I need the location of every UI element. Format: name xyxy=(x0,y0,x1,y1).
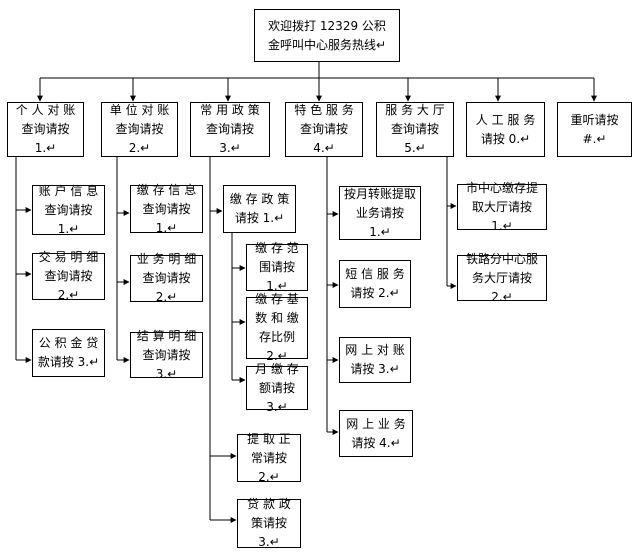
policy-query-box: 常 用 政 策 查询请按 3.↵ xyxy=(190,102,270,157)
online-business-label: 网 上 业 务 请按 4.↵ xyxy=(346,416,406,450)
online-reconcile-label: 网 上 对 账 请按 3.↵ xyxy=(345,343,405,376)
loan-query-box: 公 积 金 贷 款请按 3.↵ xyxy=(32,329,105,377)
loan-query-label: 公 积 金 贷 款请按 3.↵ xyxy=(37,336,100,369)
loan-policy-box: 贷 款 政 策请按 3.↵ xyxy=(237,497,301,549)
deposit-info-label: 缴 存 信 息 查询请按 1.↵ xyxy=(136,182,197,235)
withdraw-policy-label: 提 取 正 常请按 2.↵ xyxy=(247,431,291,484)
personal-query-label: 个 人 对 账 查询请按 1.↵ xyxy=(15,103,76,155)
settlement-detail-box: 结 算 明 细 查询请按 3.↵ xyxy=(130,329,203,381)
railway-hall-label: 铁路分中心服 务大厅请按 2.↵ xyxy=(465,251,538,304)
online-business-box: 网 上 业 务 请按 4.↵ xyxy=(339,410,413,457)
repeat-box: 重听请按#.↵ xyxy=(557,102,632,157)
city-hall-box: 市中心缴存提 取大厅请按 1.↵ xyxy=(457,181,547,233)
withdraw-policy-box: 提 取 正 常请按 2.↵ xyxy=(237,432,301,484)
agent-service-label: 人 工 服 务 请按 0.↵ xyxy=(475,112,536,146)
policy-query-label: 常 用 政 策 查询请按 3.↵ xyxy=(200,103,260,155)
monthly-transfer-label: 按月转账提取 业务请按 1.↵ xyxy=(344,186,417,239)
business-detail-box: 业 务 明 细 查询请按 2.↵ xyxy=(130,252,203,304)
root-label: 欢迎拨打 12329 公积 金呼叫中心服务热线↵ xyxy=(267,18,387,52)
deposit-scope-label: 缴 存 范 围请按 1.↵ xyxy=(255,241,299,293)
deposit-base-ratio-label: 缴 存 基 数 和 缴 存比例 2.↵ xyxy=(255,292,299,363)
unit-query-box: 单 位 对 账 查询请按 2.↵ xyxy=(101,102,178,157)
account-info-label: 账 户 信 息 查询请按 1.↵ xyxy=(38,183,99,236)
service-hall-box: 服 务 大 厅 查询请按 5.↵ xyxy=(376,102,454,157)
sms-service-box: 短 信 服 务 请按 2.↵ xyxy=(339,260,411,308)
personal-query-box: 个 人 对 账 查询请按 1.↵ xyxy=(7,102,84,157)
special-service-box: 特 色 服 务 查询请按 4.↵ xyxy=(285,102,363,157)
monthly-deposit-label: 月 缴 存 额请按 3.↵ xyxy=(255,361,299,414)
root-welcome-box: 欢迎拨打 12329 公积 金呼叫中心服务热线↵ xyxy=(254,9,400,62)
loan-policy-label: 贷 款 政 策请按 3.↵ xyxy=(247,497,291,549)
deposit-info-box: 缴 存 信 息 查询请按 1.↵ xyxy=(130,183,203,235)
deposit-base-ratio-box: 缴 存 基 数 和 缴 存比例 2.↵ xyxy=(246,292,308,363)
agent-service-box: 人 工 服 务 请按 0.↵ xyxy=(466,102,545,157)
railway-hall-box: 铁路分中心服 务大厅请按 2.↵ xyxy=(457,252,547,304)
account-info-box: 账 户 信 息 查询请按 1.↵ xyxy=(32,184,105,236)
deposit-scope-box: 缴 存 范 围请按 1.↵ xyxy=(246,241,308,293)
transaction-detail-label: 交 易 明 细 查询请按 2.↵ xyxy=(38,250,99,302)
deposit-policy-label: 缴 存 政 策 请按 1.↵ xyxy=(229,192,290,225)
city-hall-label: 市中心缴存提 取大厅请按 1.↵ xyxy=(465,180,538,233)
settlement-detail-label: 结 算 明 细 查询请按 3.↵ xyxy=(136,328,197,381)
online-reconcile-box: 网 上 对 账 请按 3.↵ xyxy=(339,337,411,383)
transaction-detail-box: 交 易 明 细 查询请按 2.↵ xyxy=(32,250,105,302)
monthly-transfer-box: 按月转账提取 业务请按 1.↵ xyxy=(339,186,421,240)
monthly-deposit-box: 月 缴 存 额请按 3.↵ xyxy=(246,362,308,414)
business-detail-label: 业 务 明 细 查询请按 2.↵ xyxy=(136,252,197,304)
special-service-label: 特 色 服 务 查询请按 4.↵ xyxy=(294,103,354,155)
unit-query-label: 单 位 对 账 查询请按 2.↵ xyxy=(109,103,170,155)
repeat-label: 重听请按#.↵ xyxy=(570,112,619,146)
sms-service-label: 短 信 服 务 请按 2.↵ xyxy=(345,267,405,300)
deposit-policy-box: 缴 存 政 策 请按 1.↵ xyxy=(223,185,296,233)
service-hall-label: 服 务 大 厅 查询请按 5.↵ xyxy=(385,103,445,155)
